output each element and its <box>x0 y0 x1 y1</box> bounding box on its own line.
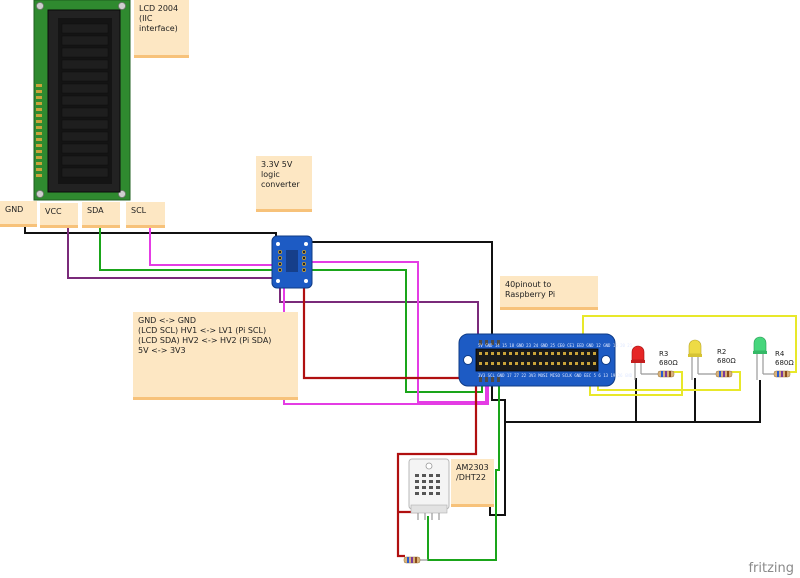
header-pin <box>593 362 596 365</box>
header-pin <box>503 352 506 355</box>
header-pin <box>581 362 584 365</box>
r2-id-label: R2 <box>717 348 726 356</box>
header-pin <box>539 362 542 365</box>
header-pin <box>533 352 536 355</box>
header-pin <box>569 362 572 365</box>
pi-bottom-pin-labels: 3V3 SCL GND 17 27 22 3V3 MOSI MISO SCLK … <box>478 373 633 378</box>
r3-value-label: 680Ω <box>659 359 678 367</box>
header-pin <box>545 362 548 365</box>
header-pin <box>515 362 518 365</box>
led-red <box>631 345 645 380</box>
header-pin <box>485 352 488 355</box>
header-pin <box>587 352 590 355</box>
header-pin <box>539 352 542 355</box>
header-pin <box>521 352 524 355</box>
header-pin <box>557 362 560 365</box>
r2-value-label: 680Ω <box>717 357 736 365</box>
resistor-pullup-dht <box>403 556 428 564</box>
r3-id-label: R3 <box>659 350 668 358</box>
header-pin <box>497 362 500 365</box>
converter-note: 3.3V 5V logic converter <box>256 156 312 212</box>
mapping-note: GND <-> GND (LCD SCL) HV1 <-> LV1 (Pi SC… <box>133 312 298 400</box>
wire-green-sda[interactable] <box>99 226 500 561</box>
header-pin <box>491 362 494 365</box>
lcd-note: LCD 2004 (IIC interface) <box>134 0 189 58</box>
lcd-pin-gnd: GND <box>0 201 37 227</box>
pinout-note: 40pinout to Raspberry Pi <box>500 276 598 310</box>
lcd-2004-module <box>33 0 131 201</box>
header-pin <box>503 362 506 365</box>
header-pin <box>581 352 584 355</box>
header-pin <box>527 362 530 365</box>
led-green <box>753 336 767 380</box>
raspberry-pi-header-board: 5V GND 14 15 18 GND 23 24 GND 25 CE0 CE1… <box>458 333 633 387</box>
header-pin <box>479 362 482 365</box>
header-pin <box>575 362 578 365</box>
header-pin <box>593 352 596 355</box>
header-pin <box>491 352 494 355</box>
led-yellow <box>688 339 702 380</box>
header-pin <box>587 362 590 365</box>
header-pin <box>497 352 500 355</box>
header-pin <box>533 362 536 365</box>
resistor-r4 <box>763 370 791 378</box>
wire-purple-vcc[interactable] <box>67 226 479 338</box>
header-pin <box>569 352 572 355</box>
header-pin <box>479 352 482 355</box>
pi-top-pin-labels: 5V GND 14 15 18 GND 23 24 GND 25 CE0 CE1… <box>478 343 633 348</box>
lcd-pin-sda: SDA <box>82 202 120 228</box>
header-pin <box>557 352 560 355</box>
header-pin <box>527 352 530 355</box>
resistor-r2 <box>698 370 733 378</box>
sensor-note: AM2303 /DHT22 <box>451 459 494 507</box>
lcd-pin-scl: SCL <box>126 202 165 228</box>
header-pin <box>551 352 554 355</box>
header-pin <box>521 362 524 365</box>
header-pin <box>545 352 548 355</box>
header-pin <box>515 352 518 355</box>
lcd-pin-vcc: VCC <box>40 203 78 228</box>
resistor-r3 <box>641 370 675 378</box>
dht22-sensor <box>408 458 450 520</box>
header-pin <box>575 352 578 355</box>
r4-id-label: R4 <box>775 350 785 358</box>
header-pin <box>551 362 554 365</box>
fritzing-watermark: fritzing <box>748 561 794 576</box>
header-pin <box>509 352 512 355</box>
header-pin <box>485 362 488 365</box>
header-pin <box>509 362 512 365</box>
wire-yellow-leds[interactable] <box>582 315 797 396</box>
header-pin <box>563 362 566 365</box>
header-pin <box>563 352 566 355</box>
r4-value-label: 680Ω <box>775 359 794 367</box>
logic-level-converter <box>271 235 313 289</box>
